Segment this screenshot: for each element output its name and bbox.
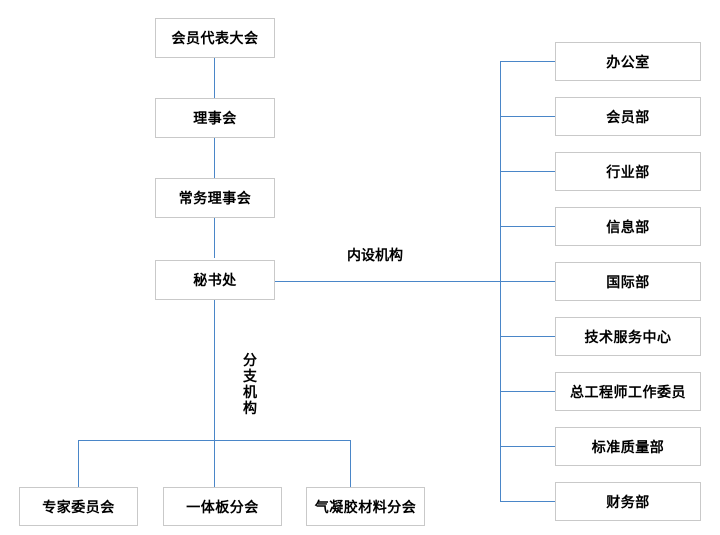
edge-label-branch-organizations: 分 支 机 构 [242, 352, 258, 416]
connector-branch-membership [500, 116, 555, 117]
connector-branch-finance [500, 501, 555, 502]
connector-council-to-standing-council [214, 138, 215, 178]
edge-label-branch-char-1: 分 [243, 352, 257, 368]
connector-secretariat-to-internal-bus [275, 281, 501, 282]
connector-drop-aerogel-material-branch [350, 440, 351, 487]
connector-drop-integrated-board-branch [214, 440, 215, 487]
node-industry[interactable]: 行业部 [555, 152, 701, 191]
edge-label-branch-char-2: 支 [243, 368, 257, 384]
node-information[interactable]: 信息部 [555, 207, 701, 246]
connector-branch-tech-service-center [500, 336, 555, 337]
node-assembly[interactable]: 会员代表大会 [155, 18, 275, 58]
connector-branch-industry [500, 171, 555, 172]
node-chief-engineer-committee[interactable]: 总工程师工作委员 [555, 372, 701, 411]
connector-standing-council-to-secretariat [214, 218, 215, 258]
connector-branch-office [500, 61, 555, 62]
node-integrated-board-branch[interactable]: 一体板分会 [163, 487, 282, 526]
connector-branch-standard-quality [500, 446, 555, 447]
node-tech-service-center[interactable]: 技术服务中心 [555, 317, 701, 356]
connector-assembly-to-council [214, 58, 215, 98]
node-aerogel-material-branch[interactable]: 气凝胶材料分会 [306, 487, 425, 526]
node-membership[interactable]: 会员部 [555, 97, 701, 136]
connector-secretariat-to-branch-bus [214, 300, 215, 441]
node-finance[interactable]: 财务部 [555, 482, 701, 521]
connector-branch-information [500, 226, 555, 227]
node-standard-quality[interactable]: 标准质量部 [555, 427, 701, 466]
edge-label-internal-departments: 内设机构 [347, 247, 403, 263]
node-standing-council[interactable]: 常务理事会 [155, 178, 275, 218]
connector-branch-chief-engineer-committee [500, 391, 555, 392]
node-international[interactable]: 国际部 [555, 262, 701, 301]
connector-drop-expert-committee [78, 440, 79, 487]
node-office[interactable]: 办公室 [555, 42, 701, 81]
node-secretariat[interactable]: 秘书处 [155, 260, 275, 300]
edge-label-branch-char-4: 构 [243, 400, 257, 416]
connector-branch-international [500, 281, 555, 282]
node-council[interactable]: 理事会 [155, 98, 275, 138]
edge-label-branch-char-3: 机 [243, 384, 257, 400]
node-expert-committee[interactable]: 专家委员会 [19, 487, 138, 526]
